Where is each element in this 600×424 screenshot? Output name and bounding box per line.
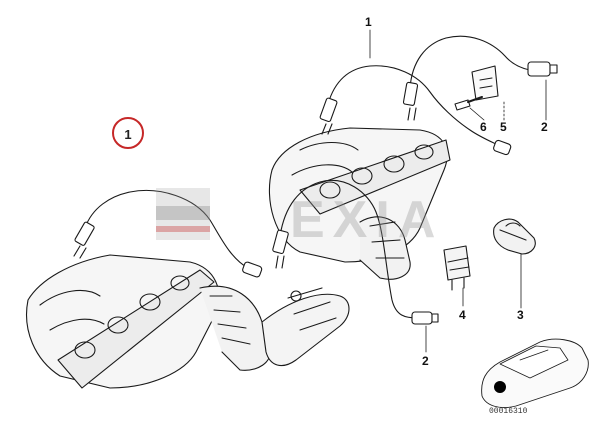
oxygen-sensor-upper-right — [402, 35, 558, 121]
callout-2-bottom: 2 — [422, 354, 429, 368]
callout-6: 6 — [480, 120, 487, 134]
hex-screw — [454, 96, 483, 111]
callout-4: 4 — [459, 308, 466, 322]
oxygen-sensor-upper-left — [319, 65, 512, 156]
callout-2-top: 2 — [541, 120, 548, 134]
watermark-text: EXIA — [290, 191, 444, 249]
oxygen-sensor-center — [272, 179, 439, 325]
wire-clip — [443, 245, 471, 291]
leader-lines — [369, 29, 547, 353]
group-reference-label: 1 — [124, 127, 132, 142]
watermark-logo — [156, 188, 210, 240]
callout-3: 3 — [517, 308, 524, 322]
catalog-number: 00016310 — [489, 407, 528, 416]
oxygen-sensor-left — [73, 189, 263, 278]
holder-bracket — [471, 65, 499, 101]
callout-1: 1 — [365, 15, 372, 29]
cable-holder-clip — [493, 218, 536, 255]
callout-5: 5 — [500, 120, 507, 134]
group-reference-circle: 1 — [112, 117, 144, 149]
exhaust-manifold-lower — [26, 254, 350, 389]
car-location-thumbnail — [481, 338, 589, 408]
exhaust-manifold-upper — [268, 127, 451, 280]
